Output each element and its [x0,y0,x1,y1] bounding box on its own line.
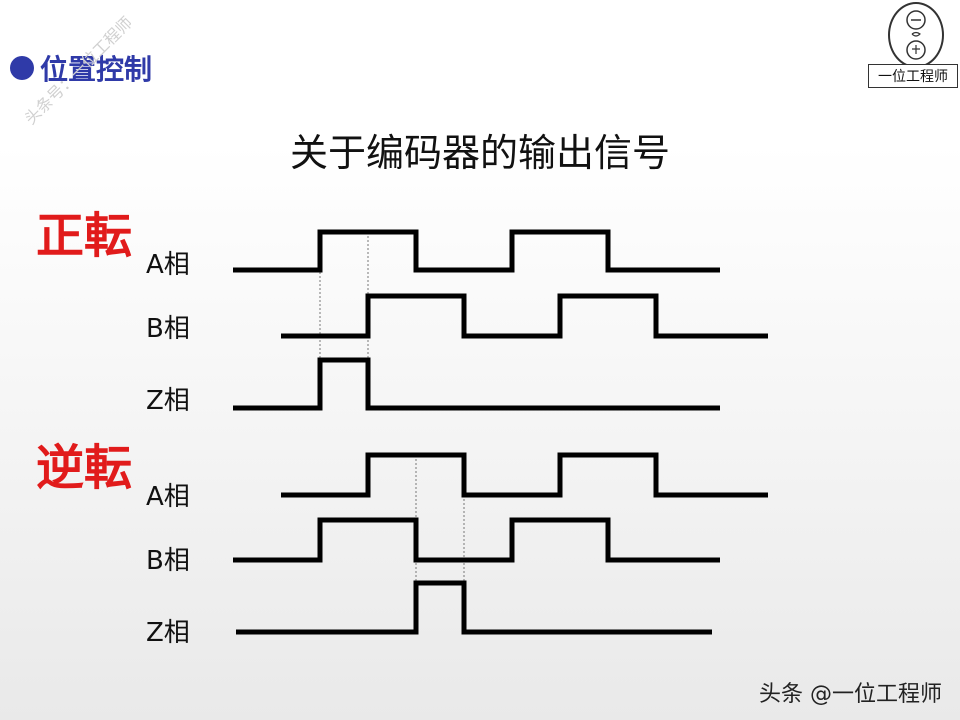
section-heading-text: 位置控制 [40,53,153,86]
reverse-phase-a-label: A相 [146,482,190,512]
reverse-phase-a-waveform [281,452,768,498]
forward-phase-b-label: B相 [146,314,190,344]
logo: 一位工程师 [868,2,958,90]
reverse-phase-z-waveform [236,580,712,635]
forward-phase-a-label: A相 [146,250,190,280]
forward-phase-z-label: Z相 [146,386,190,416]
reverse-phase-b-waveform [233,517,720,563]
reverse-phase-z-label: Z相 [146,618,190,648]
forward-phase-b-waveform [281,293,768,339]
logo-text: 一位工程师 [868,64,958,88]
section-heading: 位置控制 [10,48,152,88]
page-title: 关于编码器的输出信号 [289,131,670,175]
bullet-dot-icon [10,56,34,80]
forward-phase-z-waveform [233,357,720,411]
logo-seal-graphic [906,10,926,60]
reverse-phase-b-label: B相 [146,546,190,576]
forward-label: 正転 [36,208,133,264]
forward-phase-a-waveform [233,229,720,273]
footer-watermark: 头条 @一位工程师 [759,682,942,707]
reverse-label: 逆転 [36,440,133,496]
